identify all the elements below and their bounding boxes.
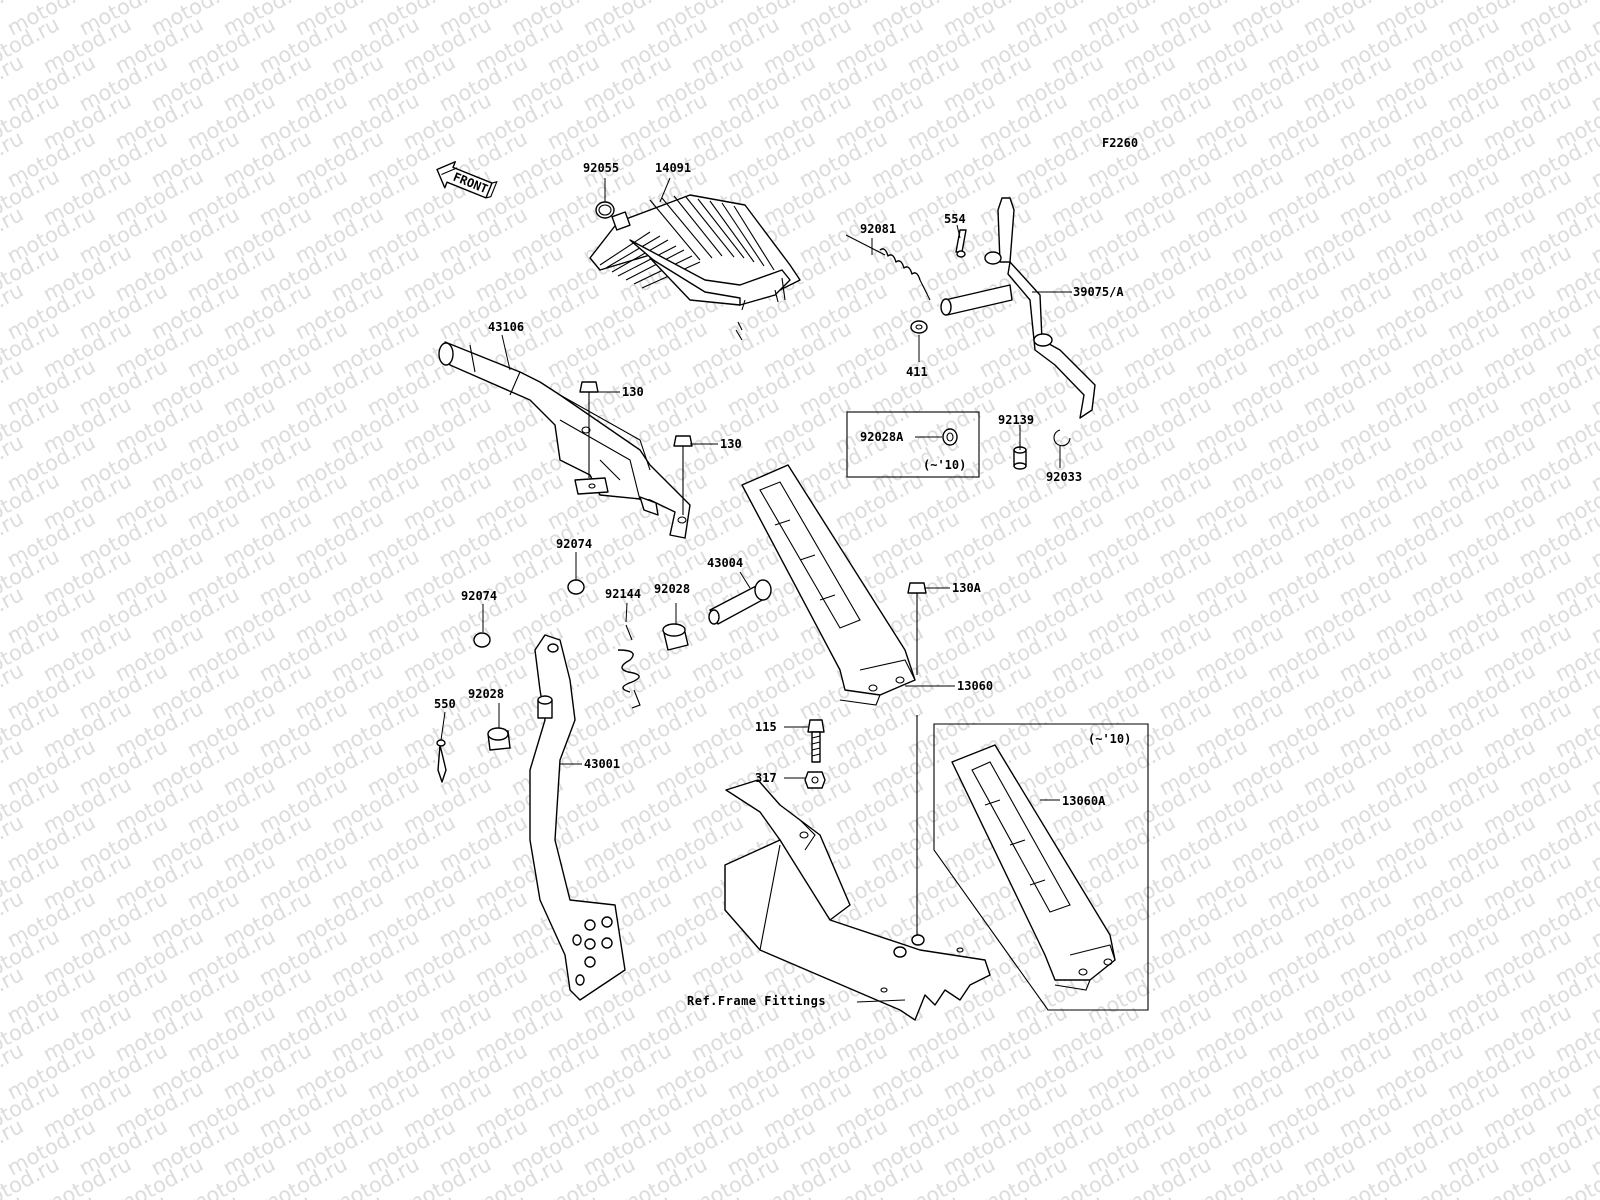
callout-year-2: (~'10) — [1088, 732, 1131, 746]
washer-411 — [910, 320, 928, 334]
cap-92074-lower — [473, 632, 491, 648]
callout-130-upper: 130 — [622, 385, 644, 399]
callout-92074-lower: 92074 — [461, 589, 497, 603]
bushing-92028-lower — [487, 727, 511, 751]
callout-92055: 92055 — [583, 161, 619, 175]
callout-92074-upper: 92074 — [556, 537, 592, 551]
callout-13060A: 13060A — [1062, 794, 1106, 808]
cap-92074-upper — [567, 579, 585, 595]
callout-13060: 13060 — [957, 679, 993, 693]
callout-92028-mid: 92028 — [654, 582, 690, 596]
callout-14091: 14091 — [655, 161, 691, 175]
callout-411: 411 — [906, 365, 928, 379]
callout-317: 317 — [755, 771, 777, 785]
o-ring-92055 — [595, 201, 615, 219]
callout-92081: 92081 — [860, 222, 896, 236]
callout-43001: 43001 — [584, 757, 620, 771]
callout-130-lower: 130 — [720, 437, 742, 451]
callout-39075A: 39075/A — [1073, 285, 1124, 299]
callout-year-1: (~'10) — [923, 458, 966, 472]
callout-550: 550 — [434, 697, 456, 711]
callout-554: 554 — [944, 212, 966, 226]
callout-130A: 130A — [952, 581, 982, 595]
callout-115: 115 — [755, 720, 777, 734]
bushing-92028-mid — [662, 623, 689, 651]
callout-92033: 92033 — [1046, 470, 1082, 484]
collar-92139 — [1013, 446, 1027, 470]
callout-ref-frame-fittings: Ref.Frame Fittings — [687, 994, 826, 1008]
callout-92144: 92144 — [605, 587, 641, 601]
callout-92028-lower: 92028 — [468, 687, 504, 701]
diagram-id: F2260 — [1102, 136, 1138, 150]
callout-92028A: 92028A — [860, 430, 904, 444]
callout-92139: 92139 — [998, 413, 1034, 427]
callout-43106: 43106 — [488, 320, 524, 334]
nut-317 — [804, 771, 826, 789]
callout-43004: 43004 — [707, 556, 743, 570]
